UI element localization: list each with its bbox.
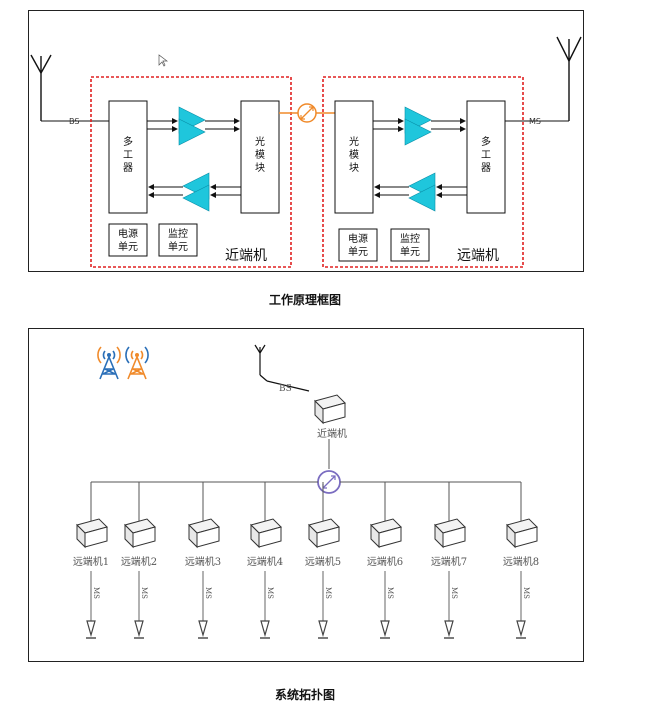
near-uplink-amp-icon xyxy=(178,106,206,146)
ms-label: MS xyxy=(204,587,212,599)
far-unit-label: 远端机1 xyxy=(73,555,109,568)
near-mux-char: 工 xyxy=(123,150,133,161)
far-unit-label: 远端机8 xyxy=(503,555,539,568)
topo-bs-label: BS xyxy=(279,384,292,394)
far-optical-block xyxy=(334,100,374,214)
diagram1-caption: 工作原理框图 xyxy=(268,293,341,307)
far-monitor-box xyxy=(390,228,430,262)
near-unit-border xyxy=(90,76,292,268)
ms-label: MS xyxy=(522,587,530,599)
far-unit-device-icon xyxy=(506,518,538,549)
ms-antenna-icon xyxy=(260,620,270,639)
near-unit-name: 近端机 xyxy=(225,248,267,264)
far-monitor-label: 单元 xyxy=(400,246,420,258)
near-unit-device-icon xyxy=(314,394,346,425)
ms-label: MS xyxy=(450,587,458,599)
bs-antenna-icon xyxy=(254,344,310,392)
far-signal-arrows xyxy=(373,118,467,198)
ms-antenna-icon xyxy=(86,620,96,639)
far-optical-char: 块 xyxy=(349,162,359,174)
near-mux-block xyxy=(108,100,148,214)
tower-blue-icon xyxy=(97,346,121,380)
far-mux-char: 器 xyxy=(481,162,491,174)
ms-label: MS xyxy=(266,587,274,599)
diagram1-svg: BS MS 多 工 器 光 模 块 xyxy=(30,36,582,268)
far-unit-label: 远端机4 xyxy=(247,555,283,568)
ms-label: MS xyxy=(140,587,148,599)
far-unit-label: 远端机6 xyxy=(367,555,403,568)
diagram2-caption: 系统拓扑图 xyxy=(274,688,335,702)
near-monitor-box xyxy=(158,223,198,257)
bs-label: BS xyxy=(69,117,79,126)
far-power-label: 电源 xyxy=(348,232,368,245)
near-unit-label: 近端机 xyxy=(317,427,347,440)
near-monitor-label: 监控 xyxy=(168,227,188,240)
near-optical-block xyxy=(240,100,280,214)
ms-label: MS xyxy=(92,587,100,599)
far-unit-device-icon xyxy=(250,518,282,549)
far-mux-char: 工 xyxy=(481,150,491,161)
near-monitor-label: 单元 xyxy=(168,241,188,253)
near-mux-char: 器 xyxy=(123,162,133,174)
far-unit-label: 远端机3 xyxy=(185,555,221,568)
far-unit-label: 远端机2 xyxy=(121,555,157,568)
ms-antenna-icon xyxy=(198,620,208,639)
near-mux-char: 多 xyxy=(123,135,133,148)
near-power-label: 单元 xyxy=(118,241,138,253)
ms-label: MS xyxy=(324,587,332,599)
ms-label: MS xyxy=(529,117,541,126)
far-unit-name: 远端机 xyxy=(457,248,499,264)
far-unit-device-icon xyxy=(370,518,402,549)
far-mux-block xyxy=(466,100,506,214)
diagram1-frame: BS MS 多 工 器 光 模 块 xyxy=(28,10,584,272)
far-unit-device-icon xyxy=(434,518,466,549)
far-monitor-label: 监控 xyxy=(400,232,420,245)
far-optical-char: 模 xyxy=(349,149,359,161)
near-optical-char: 模 xyxy=(255,149,265,161)
far-power-label: 单元 xyxy=(348,246,368,258)
far-unit-label: 远端机7 xyxy=(431,555,467,568)
near-signal-arrows xyxy=(147,118,241,198)
splitter-icon xyxy=(317,470,341,494)
far-uplink-amp-icon xyxy=(408,172,436,212)
near-optical-char: 块 xyxy=(255,162,265,174)
far-optical-char: 光 xyxy=(349,135,359,148)
diagram2-svg: BS 近端机 远端机1MS远端机2MS远端机3MS远端机4MS远端机5MS远端机… xyxy=(73,344,539,639)
right-antenna-icon xyxy=(502,36,582,122)
far-power-box xyxy=(338,228,378,262)
far-downlink-amp-icon xyxy=(404,106,432,146)
ms-antenna-icon xyxy=(318,620,328,639)
far-unit-label: 远端机5 xyxy=(305,555,341,568)
ms-antenna-icon xyxy=(380,620,390,639)
left-antenna-icon xyxy=(30,54,109,122)
far-unit-device-icon xyxy=(188,518,220,549)
far-unit-device-icon xyxy=(76,518,108,549)
ms-antenna-icon xyxy=(134,620,144,639)
far-unit-device-icon xyxy=(308,518,340,549)
ms-antenna-icon xyxy=(516,620,526,639)
far-unit-device-icon xyxy=(124,518,156,549)
near-power-box xyxy=(108,223,148,257)
fiber-link-icon xyxy=(279,103,335,123)
far-unit-border xyxy=(322,76,524,268)
far-units-group: 远端机1MS远端机2MS远端机3MS远端机4MS远端机5MS远端机6MS远端机7… xyxy=(73,482,539,639)
near-downlink-amp-icon xyxy=(182,172,210,212)
cursor-icon xyxy=(158,54,169,67)
near-power-label: 电源 xyxy=(118,227,138,240)
tower-orange-icon xyxy=(125,346,149,380)
ms-antenna-icon xyxy=(444,620,454,639)
near-optical-char: 光 xyxy=(255,135,265,148)
ms-label: MS xyxy=(386,587,394,599)
far-mux-char: 多 xyxy=(481,135,491,148)
